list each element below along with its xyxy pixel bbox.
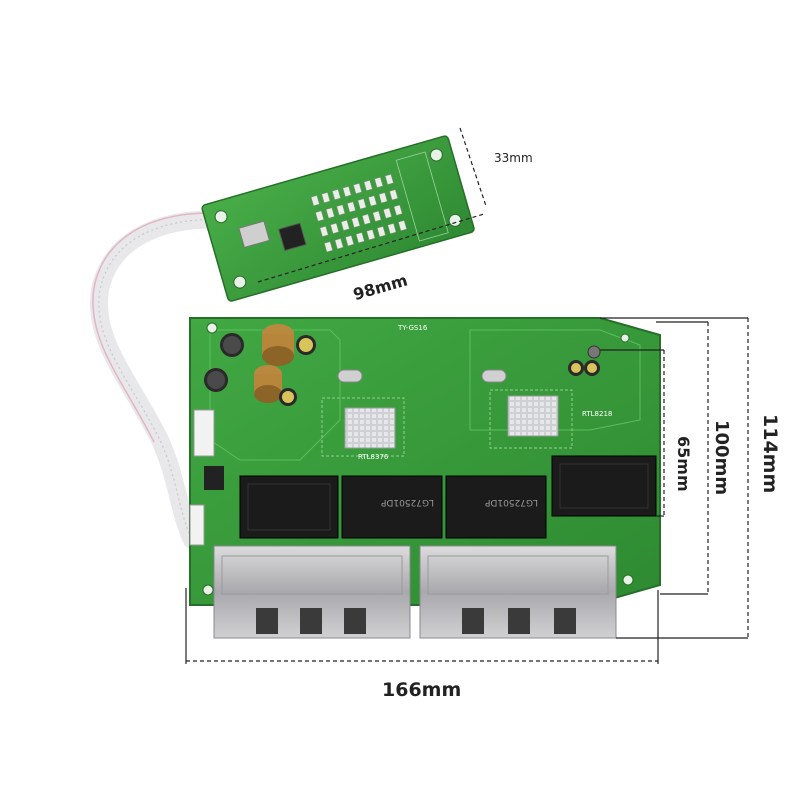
led-icon — [361, 213, 371, 225]
mounting-hole-icon — [202, 584, 214, 596]
led-icon — [340, 219, 350, 231]
transformer-module — [239, 475, 339, 539]
led-array — [310, 173, 407, 253]
mounting-hole-icon — [206, 322, 218, 334]
dimension-label-led-height: 33mm — [494, 151, 533, 165]
crystal-oscillator — [481, 369, 507, 383]
led-icon — [331, 189, 341, 201]
inductor-coil — [262, 324, 294, 366]
led-indicator-board — [201, 135, 475, 302]
led-icon — [315, 210, 325, 222]
led-icon — [366, 229, 376, 241]
mounting-hole-icon — [214, 210, 228, 224]
transformer-module: LG72501DP — [445, 475, 547, 539]
mounting-hole-icon — [429, 148, 443, 162]
led-icon — [355, 232, 365, 244]
led-icon — [389, 189, 399, 201]
regulator-chip — [204, 466, 224, 490]
transformer-label: LG72501DP — [380, 497, 434, 507]
rj45-port — [300, 608, 322, 634]
led-icon — [321, 192, 331, 204]
dimension-label-height-114: 114mm — [759, 414, 781, 493]
led-icon — [384, 173, 394, 185]
inductor-coil — [254, 365, 282, 403]
led-icon — [310, 195, 320, 207]
led-icon — [324, 241, 333, 253]
pot-icon — [587, 345, 601, 359]
rj45-port-block — [419, 545, 617, 639]
rj45-port — [344, 608, 366, 634]
led-icon — [383, 207, 392, 219]
switch-main-board: RTL8376 RTL8218 TY-GS16 LG72501DP LG7250… — [189, 317, 661, 639]
board-marking: TY-GS16 — [397, 324, 428, 332]
power-connector — [193, 409, 215, 457]
led-icon — [342, 186, 352, 198]
led-icon — [363, 180, 373, 191]
heatsink — [507, 395, 559, 437]
chip-label-main: RTL8376 — [358, 453, 389, 461]
cable-header — [189, 504, 205, 546]
rj45-port — [462, 608, 484, 634]
led-icon — [378, 192, 388, 204]
transformer-label: LG72501DP — [484, 497, 538, 507]
rj45-port — [256, 608, 278, 634]
led-icon — [334, 238, 344, 250]
mounting-hole-icon — [448, 213, 462, 227]
led-icon — [398, 220, 407, 232]
led-icon — [376, 226, 386, 238]
electrolytic-capacitor — [204, 368, 228, 392]
led-icon — [393, 204, 403, 216]
led-icon — [346, 201, 356, 213]
dimension-label-led-width: 98mm — [351, 270, 410, 304]
electrolytic-capacitor — [296, 335, 316, 355]
electrolytic-capacitor — [568, 360, 600, 376]
transformer-module: LG72501DP — [341, 475, 443, 539]
mounting-hole-icon — [233, 275, 247, 289]
crystal-oscillator — [337, 369, 363, 383]
led-icon — [325, 207, 335, 219]
led-icon — [345, 235, 355, 247]
led-icon — [357, 198, 367, 210]
dimension-annotations — [185, 127, 749, 664]
electrolytic-capacitor — [279, 388, 297, 406]
led-icon — [387, 223, 397, 235]
rj45-port — [554, 608, 576, 634]
led-icon — [372, 210, 382, 222]
mounting-hole-icon — [622, 574, 634, 586]
dimension-label-height-65: 65mm — [674, 436, 693, 492]
electrolytic-capacitor — [220, 333, 244, 357]
rj45-port — [508, 608, 530, 634]
led-icon — [330, 222, 340, 234]
led-icon — [374, 176, 384, 188]
led-icon — [351, 216, 361, 228]
chip-label-secondary: RTL8218 — [582, 410, 612, 418]
led-icon — [319, 225, 329, 237]
ribbon-cable — [89, 210, 241, 549]
led-controller-chip — [278, 222, 307, 252]
led-icon — [368, 195, 377, 207]
rj45-port-block — [213, 545, 411, 639]
transformer-module — [551, 455, 657, 517]
heatsink — [344, 407, 396, 449]
mounting-hole-icon — [620, 333, 630, 343]
led-icon — [336, 204, 346, 216]
dimension-label-board-width: 166mm — [382, 679, 461, 701]
led-icon — [353, 183, 362, 194]
dimension-label-height-100: 100mm — [711, 420, 732, 495]
